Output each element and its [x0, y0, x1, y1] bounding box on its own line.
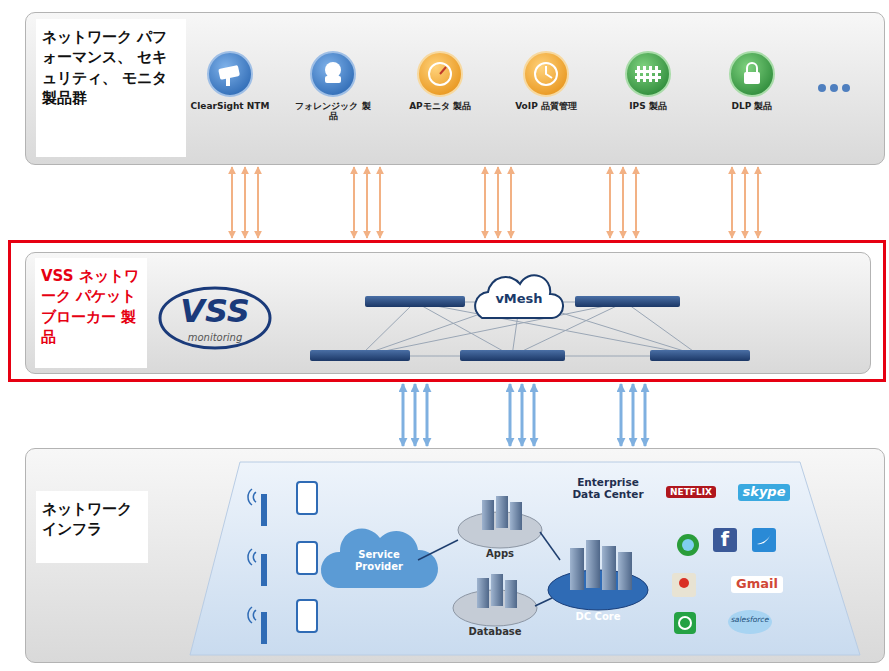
logo-text: VSS [165, 293, 265, 330]
node-text: VSS ネットワーク パケット ブローカー 製品 [35, 258, 147, 368]
node-text: ネットワーク パフォーマンス、 セキュリティ、 モニタ製品群 [36, 19, 186, 157]
icon-label: IPS 製品 [608, 101, 688, 111]
bidirectional-arrow [510, 167, 512, 238]
bidirectional-arrow [379, 167, 381, 238]
dc-core-servers [548, 540, 648, 610]
app-logo: skype [738, 484, 790, 501]
app-logo: salesforce [725, 616, 775, 625]
bidirectional-arrow [484, 167, 486, 238]
server-label: Database [460, 626, 530, 638]
cloud-label: vMesh [489, 292, 549, 307]
dc-links [418, 532, 560, 606]
vmesh-cloud [475, 275, 563, 318]
bidirectional-arrow [757, 167, 759, 238]
bidirectional-arrow [620, 384, 623, 446]
infrastructure-floor [190, 462, 860, 655]
server-label: Apps [470, 548, 530, 560]
database-servers [453, 574, 537, 626]
icon-symbols [218, 62, 760, 86]
logo-subtext: monitoring [165, 332, 265, 344]
app-logo: NETFLIX [666, 486, 716, 498]
server-label: DC Core [563, 611, 633, 623]
bidirectional-arrow [731, 167, 733, 238]
more-dots [818, 84, 850, 92]
bidirectional-arrow [635, 167, 637, 238]
node-text: ネットワーク インフラ [36, 491, 148, 563]
icon-label: DLP 製品 [712, 101, 792, 111]
bidirectional-arrow [244, 167, 246, 238]
bidirectional-arrow [231, 167, 233, 238]
icon-label: ClearSight NTM [190, 101, 270, 111]
app-logo: Gmail [731, 576, 783, 593]
bidirectional-arrow [257, 167, 259, 238]
bidirectional-arrow [744, 167, 746, 238]
bidirectional-arrow [353, 167, 355, 238]
icon-label: VoIP 品質管理 [506, 101, 586, 111]
node-text: Enterprise Data Center [563, 476, 653, 500]
bidirectional-arrow [414, 384, 417, 446]
bidirectional-arrow [509, 384, 512, 446]
bidirectional-arrow [622, 167, 624, 238]
bidirectional-arrow [644, 384, 647, 446]
product-icons [208, 52, 774, 96]
bidirectional-arrow [533, 384, 536, 446]
bidirectional-arrow [632, 384, 635, 446]
bidirectional-arrow [497, 167, 499, 238]
bidirectional-arrow [609, 167, 611, 238]
bidirectional-arrow [426, 384, 429, 446]
packet-broker-band: VSS ネットワーク パケット ブローカー 製品 [8, 240, 886, 382]
icon-label: APモニタ 製品 [400, 101, 480, 111]
icon-label: フォレンジック 製品 [293, 101, 373, 122]
apps-servers [458, 496, 542, 548]
bidirectional-arrow [402, 384, 405, 446]
app-logo: f [713, 528, 737, 552]
vss-logo-ring [160, 288, 270, 348]
mobile-devices [248, 482, 317, 644]
cloud-label: Service Provider [340, 549, 418, 572]
bidirectional-arrow [366, 167, 368, 238]
bidirectional-arrow [521, 384, 524, 446]
